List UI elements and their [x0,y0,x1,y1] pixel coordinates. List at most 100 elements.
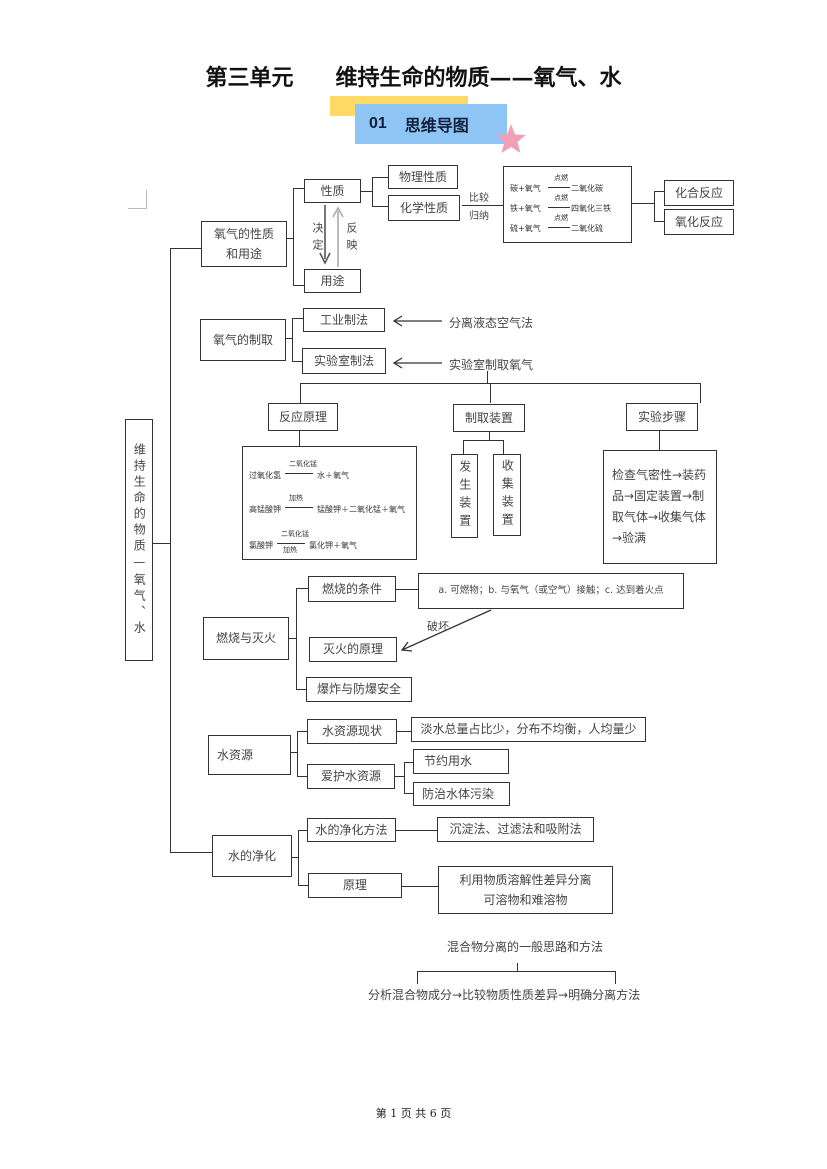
connector [615,971,616,984]
unit-title: 维持生命的物质——氧气、水 [335,65,622,91]
reactions-box: 碳+氧气点燃二氧化碳铁+氧气点燃四氧化三铁硫+氧气点燃二氧化硫 [503,166,632,243]
apparatus-node: 制取装置 [453,404,525,432]
combustion-node: 燃烧与灭火 [203,617,289,660]
experiment-steps-label: 实验步骤 [637,409,686,424]
separation-title: 混合物分离的一般思路和方法 [447,940,604,954]
connector [170,852,212,853]
page-title: 第三单元 维持生命的物质——氧气、水 [0,60,827,92]
connector [299,431,300,447]
purification-principle-label: 原理 [342,878,367,893]
connector [395,776,404,777]
connector [287,238,293,239]
lab-reaction-equation: 高锰酸钾加热锰酸钾＋二氧化锰＋氧气 [249,494,414,515]
connector [292,361,302,362]
page-number: 第 1 页 共 6 页 [375,1107,452,1120]
products: 锰酸钾＋二氧化锰＋氧气 [317,505,405,514]
combustion-label: 燃烧与灭火 [215,631,276,646]
root-node: 维持生命的物质—氧气、水 [125,419,153,661]
uses-label: 用途 [320,273,345,288]
connector [396,830,437,831]
connector [402,886,438,887]
prevent-pollution-label: 防治水体污染 [422,786,495,801]
generator-apparatus-node: 发生装置 [451,454,478,538]
lab-reaction-equation: 过氧化氢二氧化锰水＋氧气 [249,460,414,481]
explosion-safety-node: 爆炸与防爆安全 [306,677,412,702]
collector-apparatus-node: 收集装置 [493,454,521,536]
connector [487,371,488,383]
connector [372,206,388,207]
purification-principle-detail-box: 利用物质溶解性差异分离可溶物和难溶物 [438,866,613,914]
combustion-conditions-node: 燃烧的条件 [308,576,396,602]
connector [490,383,491,403]
connector [296,588,297,689]
connector [396,589,418,590]
connector [289,638,296,639]
arrow-left-icon [392,315,442,327]
reactants: 碳+氧气 [510,184,541,193]
destroy-label: 破坏 [427,620,449,633]
combination-reaction-node: 化合反应 [664,180,734,206]
water-purification-label: 水的净化 [227,848,276,863]
principle-reactions-box: 过氧化氢二氧化锰水＋氧气高锰酸钾加热锰酸钾＋二氧化锰＋氧气氯酸钾二氧化锰加热氯化… [242,446,417,560]
connector [659,431,660,450]
water-resources-node: 水资源 [208,735,291,775]
physical-properties-label: 物理性质 [398,169,447,184]
reaction-arrow [285,507,313,508]
connector [517,963,518,971]
oxygen-properties-node: 氧气的性质和用途 [201,221,287,267]
unit-label: 第三单元 [205,65,294,91]
connector [298,830,307,831]
chemical-properties-label: 化学性质 [399,200,448,215]
connector [300,383,700,384]
reaction-arrow [285,473,313,474]
connector [170,248,201,249]
decides-label: 决定 [311,222,324,256]
connector [632,203,654,204]
combustion-conditions-detail: a. 可燃物；b. 与氧气（或空气）接触；c. 达到着火点 [438,584,664,596]
connector [293,188,304,189]
reaction-arrow [548,227,570,228]
combustion-conditions-label: 燃烧的条件 [321,581,382,596]
water-status-node: 水资源现状 [307,719,397,744]
connector [372,177,373,206]
purification-principle-node: 原理 [308,873,402,898]
generator-apparatus-label: 发生装置 [457,460,472,532]
water-status-detail-box: 淡水总量占比少，分布不均衡，人均量少 [411,717,646,742]
lab-method-label: 实验室制法 [313,353,374,368]
reflects-arrow-icon [332,206,344,267]
reaction-arrow [277,543,305,544]
connector [291,752,297,753]
compare-label: 比较 [469,193,489,204]
connector [417,971,615,972]
product: 四氧化三铁 [571,204,611,213]
industrial-method-detail: 分离液态空气法 [449,316,534,330]
lab-method-node: 实验室制法 [302,348,386,374]
connector [297,731,298,776]
reaction-condition: 点燃 [554,174,568,182]
purification-principle-detail: 利用物质溶解性差异分离可溶物和难溶物 [459,872,592,907]
reflects-label: 反映 [345,222,358,256]
connector [298,830,299,885]
save-water-label: 节约用水 [424,754,473,769]
main-spine [170,248,171,852]
connector [462,205,503,206]
connector [296,689,306,690]
oxidation-reaction-node: 氧化反应 [664,209,734,235]
section-number: 01 [369,115,387,132]
connector [286,338,292,339]
collector-apparatus-label: 收集装置 [500,459,515,531]
protect-water-label: 爱护水资源 [320,769,381,784]
reaction-condition: 二氧化锰 [281,530,309,538]
section-banner: 01 思维导图 [355,104,507,144]
connector [292,857,298,858]
crop-mark [128,190,147,209]
purification-methods-node: 水的净化方法 [307,818,396,842]
product: 二氧化硫 [571,224,603,233]
uses-node: 用途 [304,269,361,293]
star-icon [496,124,526,153]
connector [463,440,464,454]
destroy-arrow-icon [400,609,492,652]
reaction-condition: 点燃 [554,214,568,222]
experiment-steps-node: 实验步骤 [626,403,698,431]
properties-label: 性质 [320,183,345,198]
